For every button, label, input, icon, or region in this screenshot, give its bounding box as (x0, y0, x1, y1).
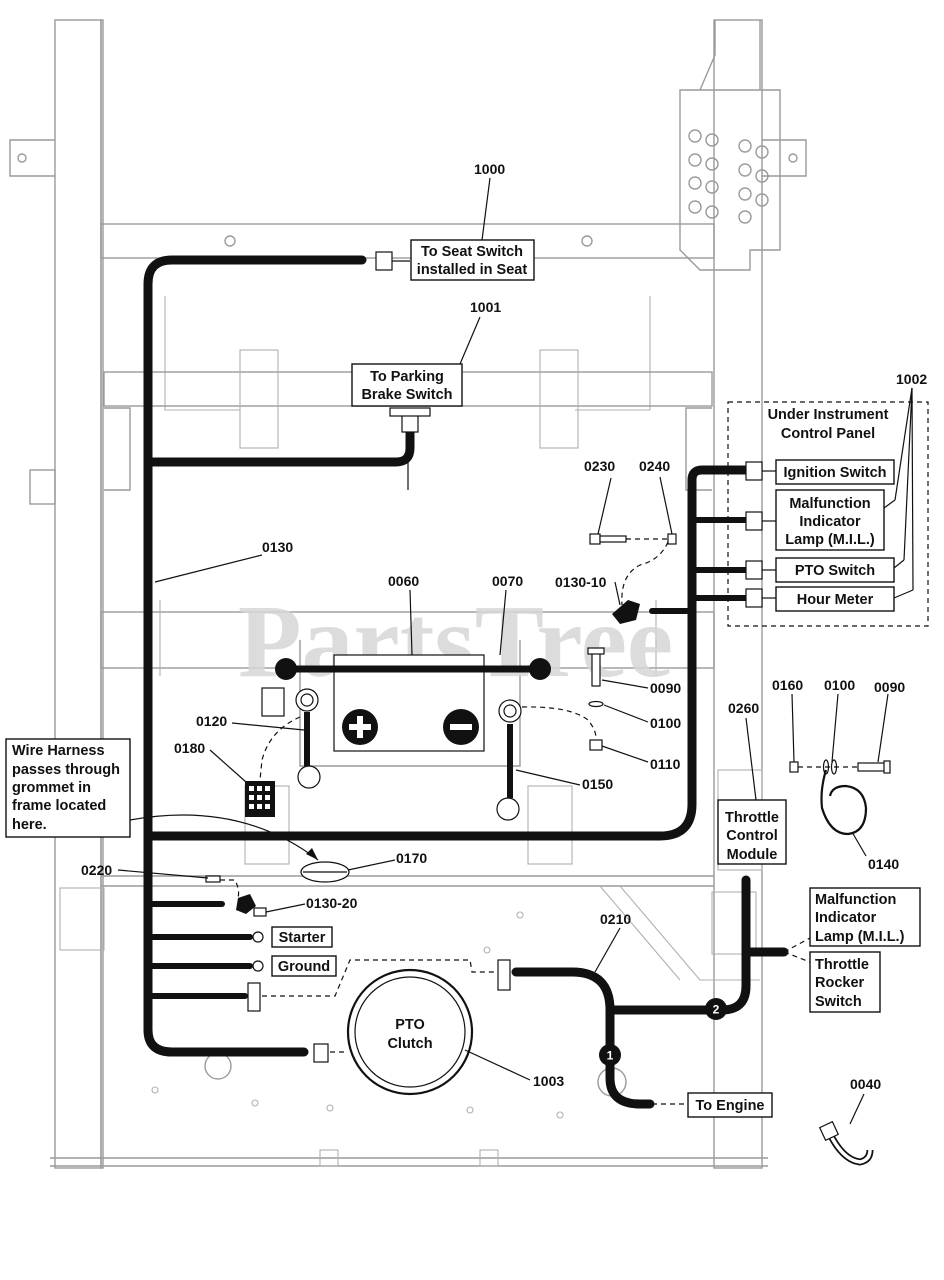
part-number: 1002 (896, 371, 927, 387)
label-mil-right: Malfunction Indicator Lamp (M.I.L.) (809, 887, 921, 947)
label-wire-harness-note: Wire Harness passes through grommet in f… (5, 738, 131, 838)
svg-text:1: 1 (607, 1049, 614, 1063)
part-number: 0130-10 (555, 574, 607, 590)
label-ignition-switch: Ignition Switch (775, 459, 895, 485)
part-number: 0110 (650, 756, 681, 772)
part-number: 0220 (81, 862, 112, 878)
svg-text:Switch: Switch (815, 994, 862, 1010)
svg-text:Throttle: Throttle (815, 957, 869, 973)
svg-text:Indicator: Indicator (799, 514, 861, 530)
svg-text:Control: Control (726, 828, 778, 844)
leader-lines (117, 177, 914, 1125)
panel-holes (688, 129, 769, 224)
svg-text:Rocker: Rocker (815, 975, 865, 991)
part-number: 0160 (772, 677, 803, 693)
part-number: 0180 (174, 740, 205, 756)
svg-text:installed in Seat: installed in Seat (417, 262, 528, 278)
part-number: 0120 (196, 713, 227, 729)
svg-text:PTO Switch: PTO Switch (795, 563, 875, 579)
part-number: 0090 (650, 680, 681, 696)
battery (261, 654, 551, 821)
svg-text:Malfunction: Malfunction (815, 892, 896, 908)
svg-text:Ground: Ground (278, 959, 330, 975)
label-seat-switch: To Seat Switch installed in Seat (410, 239, 535, 281)
svg-text:To Seat Switch: To Seat Switch (421, 244, 523, 260)
part-number: 1001 (470, 299, 501, 315)
svg-text:PTO: PTO (395, 1017, 425, 1033)
part-numbers: 1000 1001 1002 1003 0130 0060 0070 0120 … (81, 161, 927, 1092)
svg-text:Hour Meter: Hour Meter (797, 592, 874, 608)
label-pto-clutch: PTO Clutch (387, 1017, 432, 1052)
part-number: 0230 (584, 458, 615, 474)
label-parking-brake: To Parking Brake Switch (351, 363, 463, 407)
main-harness (143, 255, 753, 1057)
svg-text:Lamp (M.I.L.): Lamp (M.I.L.) (815, 929, 905, 945)
svg-text:2: 2 (713, 1003, 720, 1017)
svg-text:Clutch: Clutch (387, 1036, 432, 1052)
part-number: 0060 (388, 573, 419, 589)
part-number: 0240 (639, 458, 670, 474)
label-starter: Starter (271, 926, 333, 948)
svg-text:Indicator: Indicator (815, 910, 877, 926)
svg-text:To Parking: To Parking (370, 369, 444, 385)
svg-text:frame located: frame located (12, 798, 106, 814)
svg-text:Starter: Starter (279, 930, 326, 946)
part-number: 0130-20 (306, 895, 358, 911)
svg-text:Lamp (M.I.L.): Lamp (M.I.L.) (785, 532, 875, 548)
label-throttle-control: Throttle Control Module (717, 799, 787, 865)
svg-text:Ignition Switch: Ignition Switch (783, 465, 886, 481)
part-number: 0210 (600, 911, 631, 927)
label-throttle-rocker: Throttle Rocker Switch (809, 951, 881, 1013)
callout-2: 2 (705, 998, 727, 1020)
svg-text:Under Instrument: Under Instrument (768, 407, 889, 423)
part-number: 1000 (474, 161, 505, 177)
label-instrument-panel: Under Instrument Control Panel (768, 407, 889, 442)
part-number: 0260 (728, 700, 759, 716)
label-mil: Malfunction Indicator Lamp (M.I.L.) (775, 489, 885, 551)
svg-text:Module: Module (727, 847, 778, 863)
svg-text:Brake Switch: Brake Switch (361, 387, 452, 403)
part-number: 0130 (262, 539, 293, 555)
svg-text:Malfunction: Malfunction (789, 496, 870, 512)
label-pto-switch: PTO Switch (775, 557, 895, 583)
label-to-engine: To Engine (687, 1092, 773, 1118)
svg-text:To Engine: To Engine (695, 1098, 764, 1114)
part-number: 0140 (868, 856, 899, 872)
svg-text:grommet in: grommet in (12, 780, 91, 796)
part-number: 0150 (582, 776, 613, 792)
svg-text:passes through: passes through (12, 762, 120, 778)
part-number: 0090 (874, 679, 905, 695)
part-number: 0070 (492, 573, 523, 589)
part-number: 0100 (824, 677, 855, 693)
part-number: 0100 (650, 715, 681, 731)
pto-clutch (346, 968, 474, 1096)
label-ground: Ground (271, 955, 337, 977)
part-number: 1003 (533, 1073, 564, 1089)
svg-text:Control Panel: Control Panel (781, 426, 875, 442)
callout-1: 1 (599, 1044, 621, 1066)
part-number: 0170 (396, 850, 427, 866)
engine-harness (511, 875, 789, 1109)
svg-text:here.: here. (12, 817, 47, 833)
svg-text:Wire Harness: Wire Harness (12, 743, 105, 759)
part-number: 0040 (850, 1076, 881, 1092)
svg-text:Throttle: Throttle (725, 810, 779, 826)
dashed-connections (220, 401, 929, 1105)
label-hour-meter: Hour Meter (775, 586, 895, 612)
